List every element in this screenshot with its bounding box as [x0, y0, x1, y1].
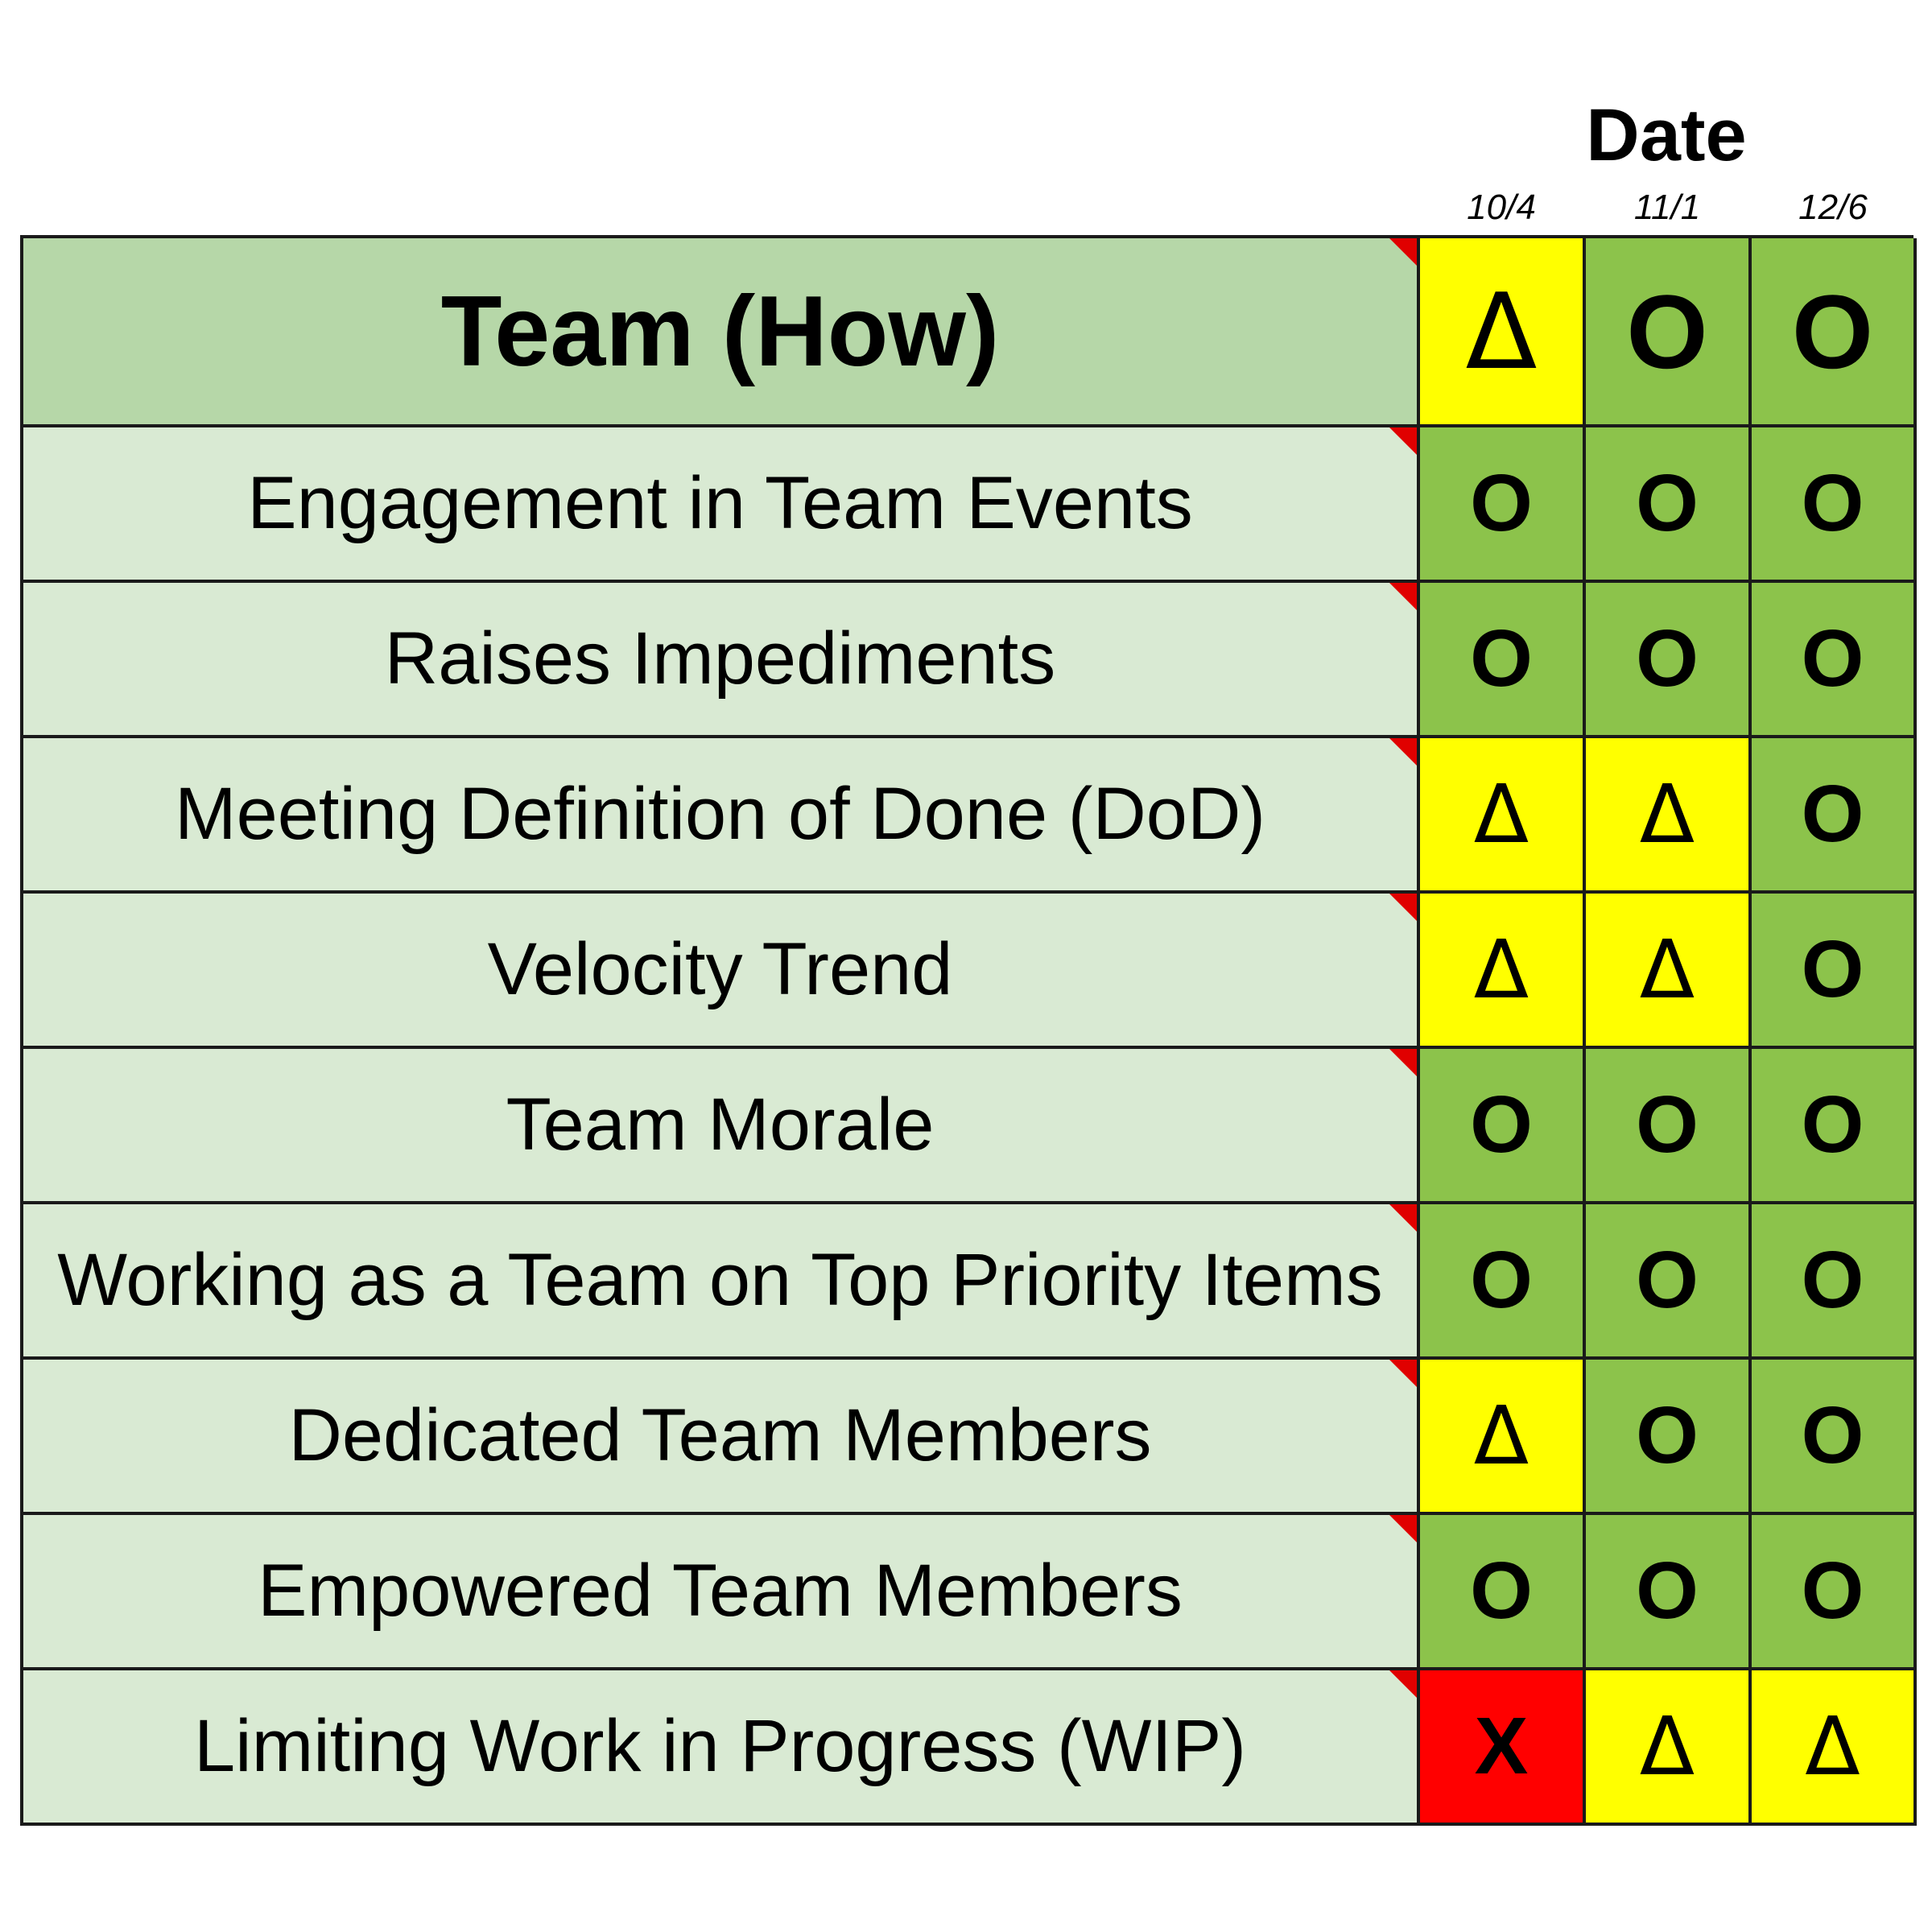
- status-ok-icon: O: [1636, 1546, 1699, 1636]
- row-label: Working as a Team on Top Priority Items: [57, 1239, 1383, 1321]
- status-cell[interactable]: O: [1752, 894, 1917, 1049]
- status-cell[interactable]: O: [1586, 1515, 1752, 1670]
- status-cell[interactable]: Δ: [1420, 238, 1586, 427]
- comment-indicator-icon: [1389, 583, 1417, 610]
- status-cell[interactable]: O: [1420, 1515, 1586, 1670]
- status-cell[interactable]: O: [1752, 1049, 1917, 1204]
- comment-indicator-icon: [1389, 238, 1417, 266]
- status-ok-icon: O: [1636, 613, 1699, 704]
- status-cell[interactable]: O: [1420, 1204, 1586, 1360]
- row-label: Empowered Team Members: [258, 1550, 1183, 1632]
- status-ok-icon: O: [1626, 272, 1708, 390]
- status-ok-icon: O: [1801, 613, 1864, 704]
- status-warning-icon: Δ: [1639, 1699, 1695, 1794]
- status-warning-icon: Δ: [1465, 270, 1538, 393]
- status-cell[interactable]: O: [1420, 1049, 1586, 1204]
- status-cell[interactable]: O: [1586, 1049, 1752, 1204]
- status-cell[interactable]: X: [1420, 1670, 1586, 1826]
- status-ok-icon: O: [1470, 1546, 1533, 1636]
- date-header: Date: [1586, 94, 1747, 176]
- comment-indicator-icon: [1389, 1360, 1417, 1387]
- status-warning-icon: Δ: [1473, 767, 1530, 861]
- table-title: Team (How): [440, 275, 1000, 387]
- status-warning-icon: Δ: [1805, 1699, 1860, 1794]
- status-warning-icon: Δ: [1473, 923, 1530, 1017]
- status-ok-icon: O: [1801, 1546, 1864, 1636]
- row-label: Engagement in Team Events: [247, 462, 1193, 544]
- row-label-cell[interactable]: Velocity Trend: [23, 894, 1420, 1049]
- status-cell[interactable]: O: [1586, 1204, 1752, 1360]
- status-cell[interactable]: O: [1752, 238, 1917, 427]
- status-ok-icon: O: [1801, 1235, 1864, 1325]
- status-ok-icon: O: [1470, 1080, 1533, 1170]
- status-ok-icon: O: [1636, 1390, 1699, 1480]
- status-ok-icon: O: [1470, 613, 1533, 704]
- status-ok-icon: O: [1636, 1235, 1699, 1325]
- status-cell[interactable]: Δ: [1420, 1360, 1586, 1515]
- status-cell[interactable]: O: [1752, 1515, 1917, 1670]
- status-ok-icon: O: [1801, 458, 1864, 548]
- row-label: Team Morale: [506, 1084, 935, 1166]
- comment-indicator-icon: [1389, 894, 1417, 921]
- status-ok-icon: O: [1636, 458, 1699, 548]
- date-column-label: 11/1: [1633, 188, 1701, 227]
- comment-indicator-icon: [1389, 427, 1417, 455]
- row-label-cell[interactable]: Empowered Team Members: [23, 1515, 1420, 1670]
- row-label-cell[interactable]: Working as a Team on Top Priority Items: [23, 1204, 1420, 1360]
- status-fail-icon: X: [1474, 1701, 1529, 1791]
- status-cell[interactable]: Δ: [1752, 1670, 1917, 1826]
- comment-indicator-icon: [1389, 1049, 1417, 1076]
- status-ok-icon: O: [1801, 924, 1864, 1014]
- comment-indicator-icon: [1389, 1515, 1417, 1542]
- status-ok-icon: O: [1801, 1080, 1864, 1170]
- status-warning-icon: Δ: [1473, 1389, 1530, 1483]
- date-column-label: 12/6: [1798, 188, 1868, 227]
- row-label-cell[interactable]: Raises Impediments: [23, 583, 1420, 738]
- row-label: Limiting Work in Progress (WIP): [193, 1705, 1246, 1787]
- status-cell[interactable]: O: [1752, 1204, 1917, 1360]
- status-cell[interactable]: Δ: [1420, 894, 1586, 1049]
- row-label-cell[interactable]: Engagement in Team Events: [23, 427, 1420, 583]
- date-column-label: 10/4: [1467, 188, 1536, 227]
- status-cell[interactable]: O: [1586, 238, 1752, 427]
- row-label: Dedicated Team Members: [288, 1394, 1152, 1476]
- comment-indicator-icon: [1389, 738, 1417, 766]
- status-cell[interactable]: Δ: [1586, 1670, 1752, 1826]
- status-ok-icon: O: [1636, 1080, 1699, 1170]
- status-cell[interactable]: O: [1586, 427, 1752, 583]
- status-cell[interactable]: O: [1752, 1360, 1917, 1515]
- status-ok-icon: O: [1801, 1390, 1864, 1480]
- row-label-cell[interactable]: Team Morale: [23, 1049, 1420, 1204]
- row-label: Meeting Definition of Done (DoD): [174, 773, 1266, 855]
- status-cell[interactable]: O: [1586, 583, 1752, 738]
- status-warning-icon: Δ: [1639, 767, 1695, 861]
- comment-indicator-icon: [1389, 1204, 1417, 1232]
- status-ok-icon: O: [1791, 272, 1874, 390]
- row-label-cell[interactable]: Limiting Work in Progress (WIP): [23, 1670, 1420, 1826]
- status-ok-icon: O: [1470, 458, 1533, 548]
- status-cell[interactable]: O: [1752, 738, 1917, 894]
- status-cell[interactable]: O: [1420, 583, 1586, 738]
- status-warning-icon: Δ: [1639, 923, 1695, 1017]
- table-title-cell[interactable]: Team (How): [23, 238, 1420, 427]
- status-cell[interactable]: Δ: [1420, 738, 1586, 894]
- status-cell[interactable]: O: [1420, 427, 1586, 583]
- status-cell[interactable]: O: [1752, 427, 1917, 583]
- status-cell[interactable]: Δ: [1586, 738, 1752, 894]
- status-ok-icon: O: [1801, 769, 1864, 859]
- comment-indicator-icon: [1389, 1670, 1417, 1698]
- row-label-cell[interactable]: Meeting Definition of Done (DoD): [23, 738, 1420, 894]
- status-cell[interactable]: O: [1586, 1360, 1752, 1515]
- row-label: Velocity Trend: [487, 928, 953, 1010]
- status-ok-icon: O: [1470, 1235, 1533, 1325]
- status-cell[interactable]: O: [1752, 583, 1917, 738]
- row-label-cell[interactable]: Dedicated Team Members: [23, 1360, 1420, 1515]
- row-label: Raises Impediments: [384, 617, 1056, 700]
- status-cell[interactable]: Δ: [1586, 894, 1752, 1049]
